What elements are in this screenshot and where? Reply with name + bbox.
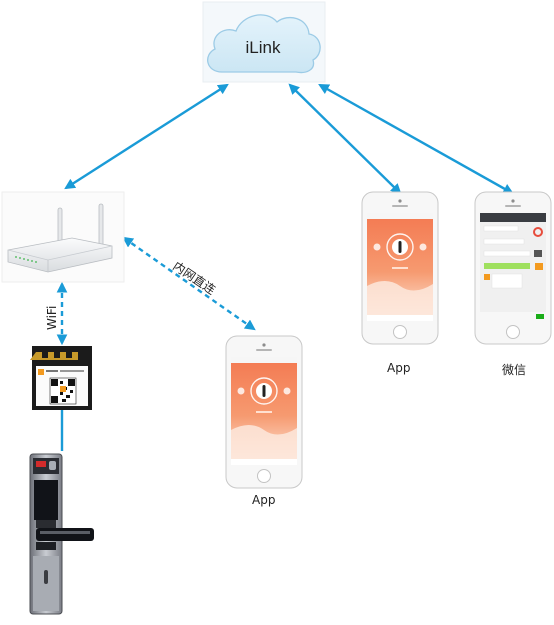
wechat-label: 微信 (502, 363, 527, 377)
lan-direct-label: 内网直连 (170, 258, 218, 297)
app-center-label: App (252, 493, 276, 507)
router-app-lan-link (122, 236, 256, 331)
phone-app-center (225, 335, 303, 489)
ilink-cloud (202, 1, 326, 83)
cloud-app-link (288, 83, 402, 195)
router (1, 191, 125, 283)
app-right-label: App (387, 361, 411, 375)
cloud-label: iLink (245, 38, 281, 57)
wifi-module (30, 346, 92, 410)
phone-wechat (474, 191, 552, 345)
smart-door-lock (24, 452, 94, 620)
wifi-label: WiFi (45, 306, 59, 330)
phone-app-right (361, 191, 439, 345)
cloud-wechat-link (318, 83, 514, 195)
cloud-router-link (64, 83, 229, 190)
